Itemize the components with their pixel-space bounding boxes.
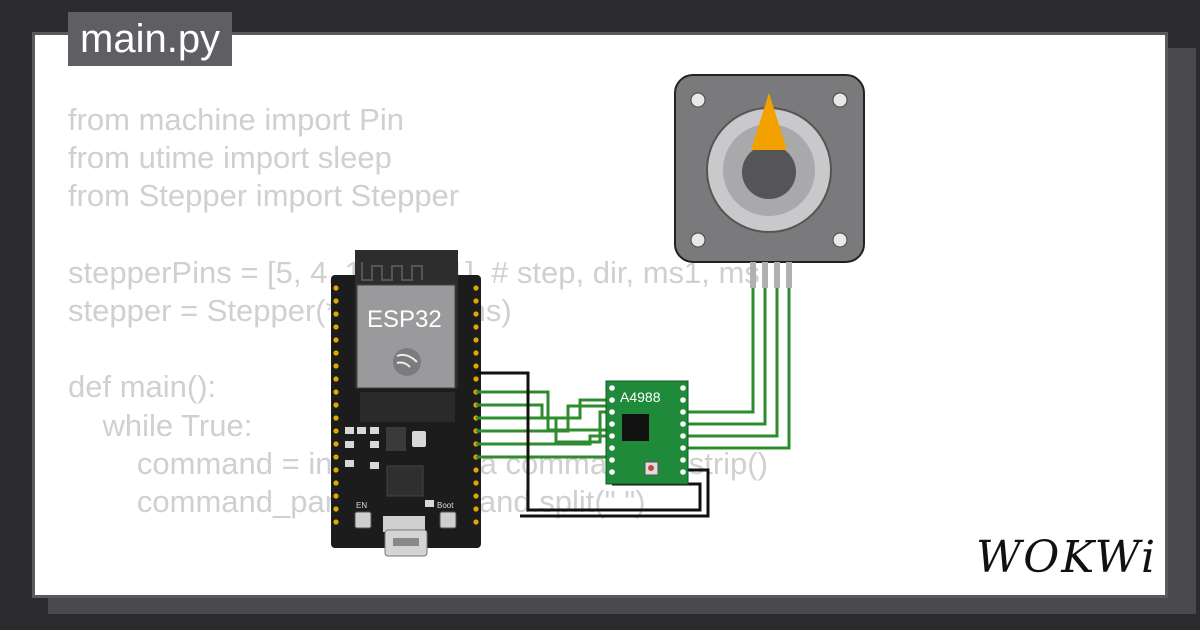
driver-label: A4988 — [620, 389, 661, 405]
diagram-card — [32, 32, 1168, 598]
code-line: from machine import Pin — [68, 102, 404, 137]
en-label: EN — [356, 501, 367, 510]
motor-wires — [683, 288, 791, 450]
code-line: stepperPins = [5, 4, 19, 18, 1] # step, … — [68, 254, 760, 290]
motor-pointer — [751, 93, 787, 150]
code-line: from utime import sleep — [68, 140, 392, 176]
wokwi-logo: WOKWi — [976, 532, 1158, 583]
code-line: def main(): — [68, 369, 217, 405]
file-tab[interactable]: main.py — [68, 12, 233, 66]
en-button — [354, 511, 372, 529]
boot-label: Boot — [437, 501, 454, 510]
code-line: from Stepper import Stepper — [68, 178, 460, 214]
code-line: while True: — [68, 407, 253, 443]
boot-button — [439, 511, 457, 529]
esp32-label: ESP32 — [367, 306, 442, 333]
a4988-driver[interactable]: A4988 — [605, 380, 689, 485]
signal-wires — [476, 390, 612, 459]
esp32-board[interactable]: ESP32 EN Boot — [331, 250, 481, 557]
stepper-motor[interactable] — [674, 74, 865, 288]
